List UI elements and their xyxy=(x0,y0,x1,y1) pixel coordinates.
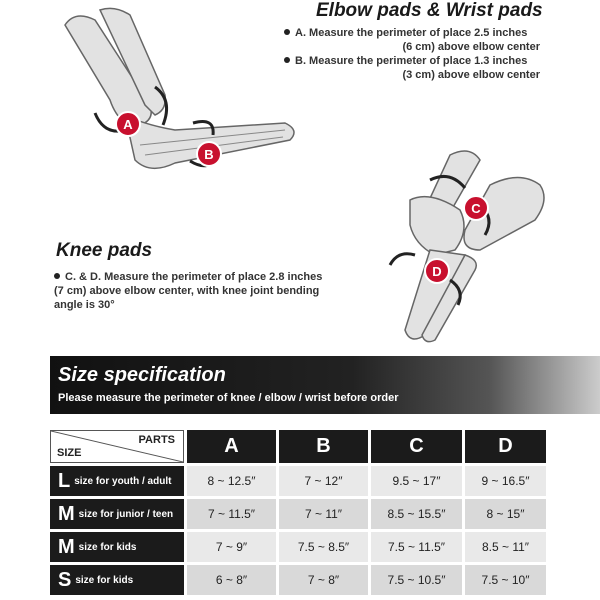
table-row: M size for kids 7 ~ 9″ 7.5 ~ 8.5″ 7.5 ~ … xyxy=(50,532,550,562)
note-a: A. Measure the perimeter of place 2.5 in… xyxy=(284,26,540,54)
header-a: A xyxy=(187,430,276,463)
arm-illustration: A B xyxy=(64,7,295,169)
table-row: M size for junior / teen 7 ~ 11.5″ 7 ~ 1… xyxy=(50,499,550,529)
bullet-icon xyxy=(284,29,290,36)
size-spec-banner xyxy=(50,356,600,414)
size-letter: M xyxy=(58,502,75,525)
knee-note-line2: (7 cm) above elbow center, with knee joi… xyxy=(54,285,320,297)
marker-c-icon xyxy=(463,195,489,221)
table-header-row: PARTS SIZE A B C D xyxy=(50,430,550,463)
table-row: S size for kids 6 ~ 8″ 7 ~ 8″ 7.5 ~ 10.5… xyxy=(50,565,550,595)
note-a-line2: (6 cm) above elbow center xyxy=(402,41,540,53)
bullet-icon xyxy=(284,57,290,64)
diagonal-line xyxy=(51,431,183,462)
size-letter: S xyxy=(58,568,72,591)
marker-a-icon xyxy=(115,111,141,137)
header-c: C xyxy=(371,430,462,463)
size-desc: size for junior / teen xyxy=(78,508,174,520)
value-cell: 7 ~ 9″ xyxy=(187,532,276,562)
size-desc: size for kids xyxy=(78,541,137,553)
header-d: D xyxy=(465,430,546,463)
size-label-cell: M size for kids xyxy=(50,532,184,562)
note-b: B. Measure the perimeter of place 1.3 in… xyxy=(284,54,540,82)
table-corner-cell: PARTS SIZE xyxy=(50,430,184,463)
size-letter: L xyxy=(58,469,71,492)
value-cell: 8 ~ 12.5″ xyxy=(187,466,276,496)
size-label-cell: S size for kids xyxy=(50,565,184,595)
value-cell: 7 ~ 12″ xyxy=(279,466,368,496)
marker-b-label: B xyxy=(204,147,213,162)
table-row: L size for youth / adult 8 ~ 12.5″ 7 ~ 1… xyxy=(50,466,550,496)
marker-c-label: C xyxy=(471,201,481,216)
header-b: B xyxy=(279,430,368,463)
size-table: PARTS SIZE A B C D L size for youth / ad… xyxy=(50,430,550,598)
size-letter: M xyxy=(58,535,75,558)
value-cell: 7 ~ 11″ xyxy=(279,499,368,529)
value-cell: 6 ~ 8″ xyxy=(187,565,276,595)
knee-note-line1: C. & D. Measure the perimeter of place 2… xyxy=(65,271,323,283)
value-cell: 7.5 ~ 10″ xyxy=(465,565,546,595)
knee-note: C. & D. Measure the perimeter of place 2… xyxy=(54,270,354,312)
value-cell: 8.5 ~ 11″ xyxy=(465,532,546,562)
value-cell: 7.5 ~ 10.5″ xyxy=(371,565,462,595)
note-b-line2: (3 cm) above elbow center xyxy=(402,69,540,81)
marker-d-label: D xyxy=(432,264,441,279)
value-cell: 8 ~ 15″ xyxy=(465,499,546,529)
note-a-line1: A. Measure the perimeter of place 2.5 in… xyxy=(295,27,528,39)
size-spec-title: Size specification xyxy=(58,364,226,386)
size-label-cell: M size for junior / teen xyxy=(50,499,184,529)
note-b-line1: B. Measure the perimeter of place 1.3 in… xyxy=(295,55,528,67)
corner-size-label: SIZE xyxy=(57,447,82,459)
corner-parts-label: PARTS xyxy=(138,434,175,446)
value-cell: 7 ~ 11.5″ xyxy=(187,499,276,529)
marker-b-icon xyxy=(196,141,222,167)
marker-d-icon xyxy=(424,258,450,284)
value-cell: 7 ~ 8″ xyxy=(279,565,368,595)
size-label-cell: L size for youth / adult xyxy=(50,466,184,496)
size-spec-subtitle: Please measure the perimeter of knee / e… xyxy=(58,392,399,404)
knee-section-title: Knee pads xyxy=(56,240,153,261)
size-desc: size for kids xyxy=(75,574,134,586)
value-cell: 9 ~ 16.5″ xyxy=(465,466,546,496)
value-cell: 9.5 ~ 17″ xyxy=(371,466,462,496)
marker-a-label: A xyxy=(123,117,133,132)
knee-illustration: C D xyxy=(388,150,545,343)
value-cell: 8.5 ~ 15.5″ xyxy=(371,499,462,529)
knee-note-line3: angle is 30° xyxy=(54,299,115,311)
elbow-section-title: Elbow pads & Wrist pads xyxy=(316,0,543,21)
size-desc: size for youth / adult xyxy=(74,475,172,487)
value-cell: 7.5 ~ 11.5″ xyxy=(371,532,462,562)
value-cell: 7.5 ~ 8.5″ xyxy=(279,532,368,562)
bullet-icon xyxy=(54,273,60,280)
